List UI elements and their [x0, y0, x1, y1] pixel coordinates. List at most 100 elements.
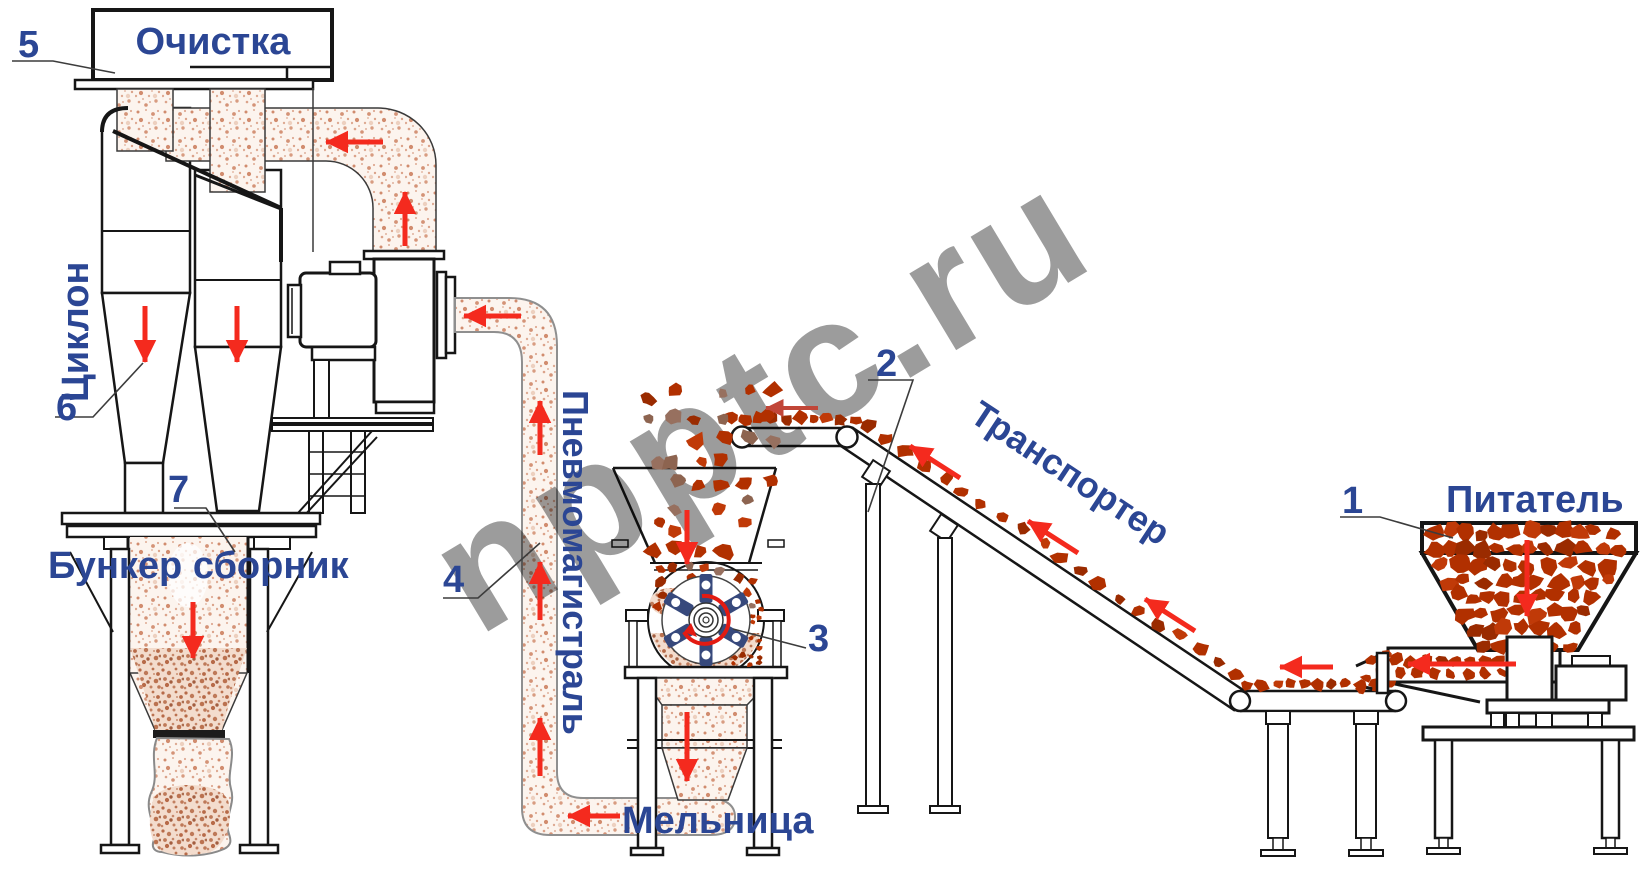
paddle-hole: [731, 633, 741, 642]
material-chunk: [1213, 656, 1226, 668]
fan-inlet-flange-inner: [444, 275, 457, 355]
material-chunk: [740, 429, 759, 445]
mill-post-left: [628, 620, 638, 668]
mill-discharge-cone: [660, 747, 749, 801]
material-chunk: [1428, 667, 1442, 681]
bunker-platform-top: [60, 511, 322, 526]
material-chunk: [1546, 573, 1571, 592]
paddle-hole: [671, 633, 681, 642]
fan-beam-top: [271, 417, 434, 424]
material-chunk: [1474, 577, 1494, 590]
material-chunk: [1326, 678, 1337, 690]
conveyor-leg-c: [1267, 723, 1289, 839]
material-chunk: [1499, 523, 1521, 539]
material-chunk: [747, 662, 753, 667]
mill-hopper-tab-right: [767, 539, 785, 548]
flow-arrows: [133, 130, 1539, 828]
material-chunk: [1478, 591, 1495, 604]
fan-casing: [372, 257, 436, 404]
material-chunk: [655, 575, 667, 588]
material-chunk: [738, 414, 753, 427]
feeder-motor: [1554, 664, 1628, 702]
material-chunk: [975, 498, 986, 510]
callout-leader-7: [174, 507, 236, 553]
paddle-hole: [671, 598, 681, 607]
material-chunk: [657, 591, 668, 599]
rotor-shaft: [702, 616, 710, 624]
material-chunk: [642, 542, 662, 559]
material-chunk: [1395, 666, 1406, 680]
material-chunk: [1487, 522, 1507, 541]
mill-bracket-right: [757, 609, 785, 622]
material-chunk: [654, 517, 666, 528]
material-chunk: [1563, 642, 1578, 653]
material-chunk: [685, 431, 704, 451]
material-chunk: [739, 651, 747, 658]
material-chunk: [819, 412, 834, 424]
material-chunk: [1365, 655, 1379, 665]
bunker-heap: [130, 648, 247, 730]
cyclone-scroll-arc: [100, 106, 129, 133]
conveyor-block-c: [1265, 710, 1291, 725]
material-chunk: [1595, 542, 1612, 555]
bunker-brace-left: [69, 551, 114, 633]
material-chunk: [1241, 680, 1254, 691]
conveyor-leg-b: [937, 537, 953, 807]
cyclone-scroll-edge3: [194, 173, 282, 211]
rotation-arrow-head: [684, 623, 697, 637]
material-chunk: [1602, 574, 1615, 585]
material-chunk: [713, 479, 730, 492]
mill-discharge-body: [661, 704, 748, 749]
material-chunk: [1576, 560, 1596, 577]
mill-foot-right: [745, 846, 781, 857]
callout-leader-1: [1340, 516, 1454, 539]
material-chunk: [1540, 524, 1560, 537]
fan-inlet-flange-outer: [435, 270, 448, 360]
cyclone-top-platform: [73, 78, 315, 91]
support-column-left: [308, 430, 324, 514]
material-chunk: [1526, 574, 1545, 591]
callout-leader-5: [12, 60, 116, 74]
platform-spacer-right: [253, 536, 291, 550]
material-chunk: [755, 659, 763, 666]
callout-number-2: 2: [876, 343, 897, 385]
callout-number-7: 7: [168, 469, 189, 511]
foreground-parts: [661, 574, 1628, 728]
material-chunk: [1527, 620, 1550, 636]
material-chunk: [756, 638, 762, 643]
material-chunk: [651, 456, 667, 470]
material-chunk: [699, 563, 709, 573]
material-chunk: [643, 414, 654, 424]
material-chunk: [1492, 591, 1510, 607]
material-chunk: [1151, 617, 1166, 633]
callout-number-6: 6: [56, 387, 77, 429]
material-chunk: [1570, 575, 1585, 590]
cyclone-left-outlet: [123, 461, 165, 515]
material-chunk: [1443, 521, 1463, 539]
material-chunk: [1389, 652, 1404, 666]
material-chunk: [733, 572, 745, 585]
material-chunk: [1040, 537, 1051, 549]
material-chunk: [1583, 589, 1602, 606]
material-chunk: [765, 435, 781, 450]
material-chunk: [1339, 677, 1351, 688]
mill-mount-plate: [623, 665, 789, 680]
conveyor-bracket-b: [928, 512, 960, 544]
material-chunk: [791, 409, 809, 426]
material-chunk: [741, 494, 754, 505]
material-chunk: [1454, 538, 1478, 558]
bunker-leg-left: [109, 547, 131, 847]
mill-rotor: [661, 574, 751, 666]
bunker-leg-right: [248, 547, 270, 847]
material-chunk: [731, 660, 736, 666]
material-chunk: [1567, 620, 1581, 635]
material-chunk: [738, 517, 752, 528]
material-chunk: [667, 504, 682, 517]
material-chunk: [1473, 607, 1488, 619]
feeder-leg-inner-left: [1438, 837, 1449, 849]
bunker-neck: [153, 730, 225, 738]
material-chunk: [691, 479, 706, 491]
feeder-under-brace: [1394, 682, 1481, 704]
